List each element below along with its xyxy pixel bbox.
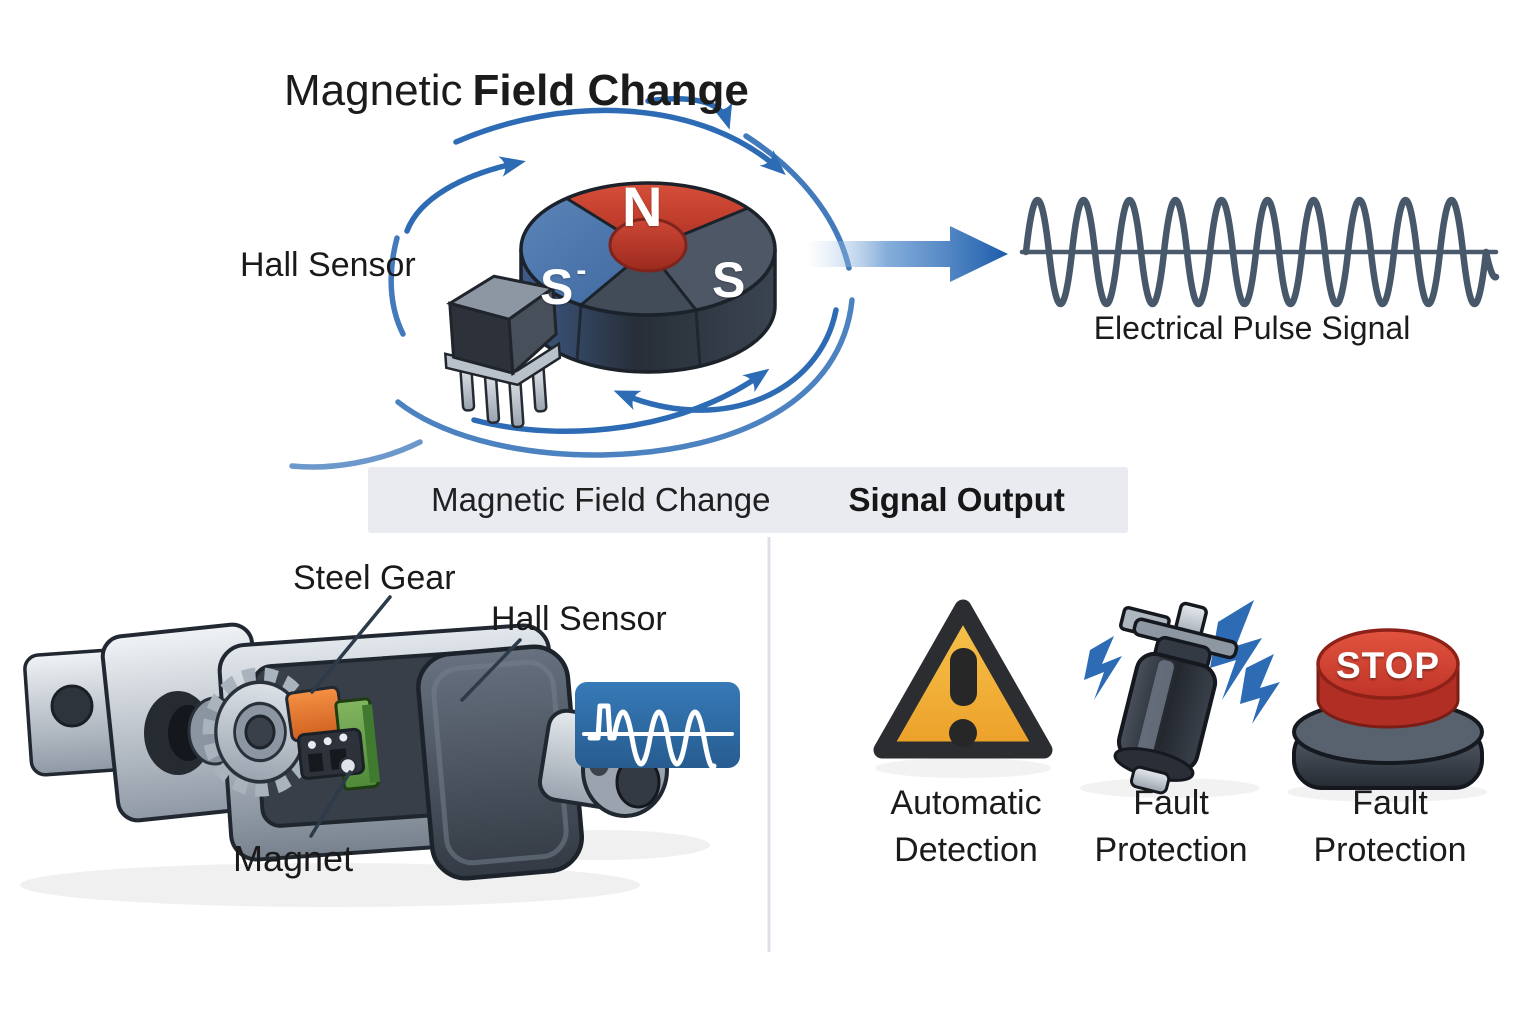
- steel-gear-label: Steel Gear: [293, 559, 456, 597]
- pulse-wave-icon: [1019, 197, 1500, 307]
- caption-line: Detection: [894, 831, 1038, 869]
- process-banner: Magnetic Field Change Signal Output: [368, 467, 1128, 533]
- field-arcs-icon: [289, 96, 855, 470]
- banner-left-text: Magnetic Field Change: [431, 481, 771, 518]
- title-regular-part: Magnetic: [284, 66, 463, 115]
- caption-line: Fault: [1133, 784, 1209, 822]
- motor-fault-icon: [1080, 600, 1280, 798]
- hall-sensor-chip-icon: [443, 274, 562, 429]
- magnet-label: Magnet: [233, 838, 354, 879]
- caption-line: Protection: [1313, 831, 1467, 869]
- warning-triangle-icon: [873, 599, 1053, 778]
- hall-sensor-label: Hall Sensor: [240, 246, 416, 284]
- waveform-badge-icon: [575, 682, 740, 770]
- magnet-south-left-mark: -: [576, 254, 587, 287]
- feature-caption-automatic-detection: Automatic Detection: [826, 780, 1106, 874]
- actuator-cutaway-icon: [20, 595, 740, 907]
- signal-arrow-icon: [806, 226, 1008, 282]
- feature-caption-fault-protection-2: Fault Protection: [1250, 780, 1530, 874]
- title-bold-part: Field Change: [472, 66, 749, 115]
- label-pointer-lines: [309, 595, 522, 838]
- magnet-south-right-label: S: [712, 252, 746, 308]
- electrical-pulse-label: Electrical Pulse Signal: [1093, 310, 1411, 346]
- magnet-south-left-label: S-: [540, 254, 587, 315]
- caption-line: Automatic: [890, 784, 1042, 822]
- hall-sensor-bottom-label: Hall Sensor: [491, 600, 667, 638]
- ring-magnet-icon: [519, 181, 777, 374]
- caption-line: Fault: [1352, 784, 1428, 822]
- caption-line: Protection: [1094, 831, 1248, 869]
- stop-button-icon: [1287, 628, 1487, 802]
- banner-right-text: Signal Output: [848, 481, 1065, 518]
- magnet-north-label: N: [622, 175, 663, 238]
- feature-caption-fault-protection-1: Fault Protection: [1031, 780, 1311, 874]
- steel-gear-icon: [202, 667, 318, 797]
- stop-button-label: STOP: [1335, 645, 1441, 686]
